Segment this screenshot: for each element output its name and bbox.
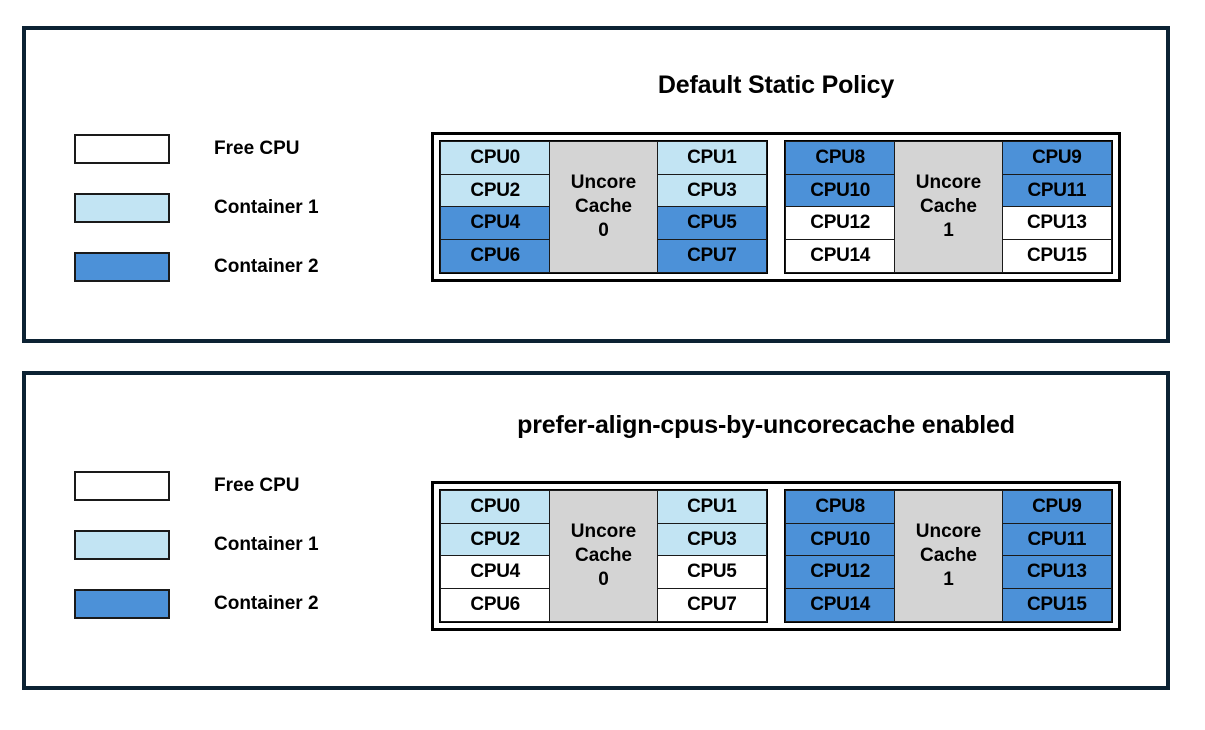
legend-item-container-1: Container 1 [74, 530, 319, 560]
cpu-cell: CPU15 [1001, 238, 1112, 273]
cpu-cell: CPU2 [440, 522, 551, 557]
legend-item-container-2: Container 2 [74, 589, 319, 619]
cache-group-1: CPU8 CPU10 CPU12 CPU14 Uncore Cache 1 CP… [784, 140, 1113, 274]
uncore-line-2: Cache [919, 544, 977, 566]
cpu-cell: CPU4 [440, 206, 551, 241]
uncore-line-2: Cache [919, 195, 977, 217]
legend-swatch-container-2 [74, 589, 170, 619]
cpu-cell: CPU10 [785, 522, 896, 557]
uncore-line-3: 0 [598, 220, 609, 242]
cpu-cell: CPU3 [656, 173, 767, 208]
uncore-line-3: 1 [943, 220, 954, 242]
legend-label-container-2: Container 2 [214, 593, 319, 614]
cpu-column-left: CPU8 CPU10 CPU12 CPU14 [785, 490, 896, 622]
legend-swatch-free-cpu [74, 134, 170, 164]
uncore-line-1: Uncore [570, 171, 637, 193]
uncore-line-1: Uncore [915, 520, 982, 542]
legend-swatch-container-1 [74, 530, 170, 560]
cpu-cell: CPU12 [785, 206, 896, 241]
legend-item-free-cpu: Free CPU [74, 471, 319, 501]
cpu-cell: CPU13 [1001, 555, 1112, 590]
page-title: Default Static Policy [657, 71, 895, 99]
uncore-line-2: Cache [574, 544, 632, 566]
uncore-cache-label: Uncore Cache 0 [548, 141, 659, 273]
uncore-line-3: 1 [943, 569, 954, 591]
cpu-cell: CPU7 [656, 238, 767, 273]
uncore-line-1: Uncore [570, 520, 637, 542]
cpu-topology-diagram: CPU0 CPU2 CPU4 CPU6 Uncore Cache 0 CPU1 … [431, 132, 1121, 282]
cpu-column-right: CPU9 CPU11 CPU13 CPU15 [1001, 490, 1112, 622]
cpu-cell: CPU1 [656, 141, 767, 176]
cpu-cell: CPU12 [785, 555, 896, 590]
legend-label-container-2: Container 2 [214, 256, 319, 277]
cpu-cell: CPU5 [656, 555, 767, 590]
cpu-column-left: CPU8 CPU10 CPU12 CPU14 [785, 141, 896, 273]
cpu-cell: CPU5 [656, 206, 767, 241]
legend-label-container-1: Container 1 [214, 197, 319, 218]
legend-swatch-container-1 [74, 193, 170, 223]
cpu-cell: CPU8 [785, 141, 896, 176]
cpu-cell: CPU3 [656, 522, 767, 557]
cpu-cell: CPU9 [1001, 490, 1112, 525]
cpu-cell: CPU11 [1001, 173, 1112, 208]
legend-panel-2: Free CPU Container 1 Container 2 [74, 471, 319, 619]
cpu-cell: CPU14 [785, 238, 896, 273]
cpu-cell: CPU6 [440, 587, 551, 622]
uncore-cache-label: Uncore Cache 1 [893, 141, 1004, 273]
legend-swatch-free-cpu [74, 471, 170, 501]
uncore-cache-label: Uncore Cache 1 [893, 490, 1004, 622]
cpu-cell: CPU14 [785, 587, 896, 622]
cpu-cell: CPU0 [440, 141, 551, 176]
cpu-cell: CPU0 [440, 490, 551, 525]
legend-label-free-cpu: Free CPU [214, 475, 300, 496]
legend-item-free-cpu: Free CPU [74, 134, 319, 164]
legend-label-free-cpu: Free CPU [214, 138, 300, 159]
legend-item-container-2: Container 2 [74, 252, 319, 282]
cache-group-0: CPU0 CPU2 CPU4 CPU6 Uncore Cache 0 CPU1 … [439, 489, 768, 623]
legend-item-container-1: Container 1 [74, 193, 319, 223]
uncore-cache-label: Uncore Cache 0 [548, 490, 659, 622]
cpu-cell: CPU8 [785, 490, 896, 525]
cpu-cell: CPU1 [656, 490, 767, 525]
cpu-cell: CPU2 [440, 173, 551, 208]
cpu-column-right: CPU1 CPU3 CPU5 CPU7 [656, 490, 767, 622]
cpu-cell: CPU9 [1001, 141, 1112, 176]
cpu-topology-diagram: CPU0 CPU2 CPU4 CPU6 Uncore Cache 0 CPU1 … [431, 481, 1121, 631]
cpu-column-right: CPU1 CPU3 CPU5 CPU7 [656, 141, 767, 273]
cache-group-0: CPU0 CPU2 CPU4 CPU6 Uncore Cache 0 CPU1 … [439, 140, 768, 274]
page-title: prefer-align-cpus-by-uncorecache enabled [517, 411, 1015, 439]
cpu-cell: CPU15 [1001, 587, 1112, 622]
cpu-cell: CPU13 [1001, 206, 1112, 241]
cache-group-1: CPU8 CPU10 CPU12 CPU14 Uncore Cache 1 CP… [784, 489, 1113, 623]
cpu-cell: CPU10 [785, 173, 896, 208]
cpu-column-right: CPU9 CPU11 CPU13 CPU15 [1001, 141, 1112, 273]
cpu-cell: CPU4 [440, 555, 551, 590]
uncore-line-2: Cache [574, 195, 632, 217]
cpu-column-left: CPU0 CPU2 CPU4 CPU6 [440, 141, 551, 273]
legend-label-container-1: Container 1 [214, 534, 319, 555]
cpu-column-left: CPU0 CPU2 CPU4 CPU6 [440, 490, 551, 622]
panel-default-static-policy: Default Static Policy Free CPU Container… [22, 26, 1170, 343]
legend-panel-1: Free CPU Container 1 Container 2 [74, 134, 319, 282]
uncore-line-1: Uncore [915, 171, 982, 193]
cpu-cell: CPU6 [440, 238, 551, 273]
legend-swatch-container-2 [74, 252, 170, 282]
panel-prefer-align-cpus-by-uncorecache: prefer-align-cpus-by-uncorecache enabled… [22, 371, 1170, 690]
uncore-line-3: 0 [598, 569, 609, 591]
cpu-cell: CPU11 [1001, 522, 1112, 557]
cpu-cell: CPU7 [656, 587, 767, 622]
